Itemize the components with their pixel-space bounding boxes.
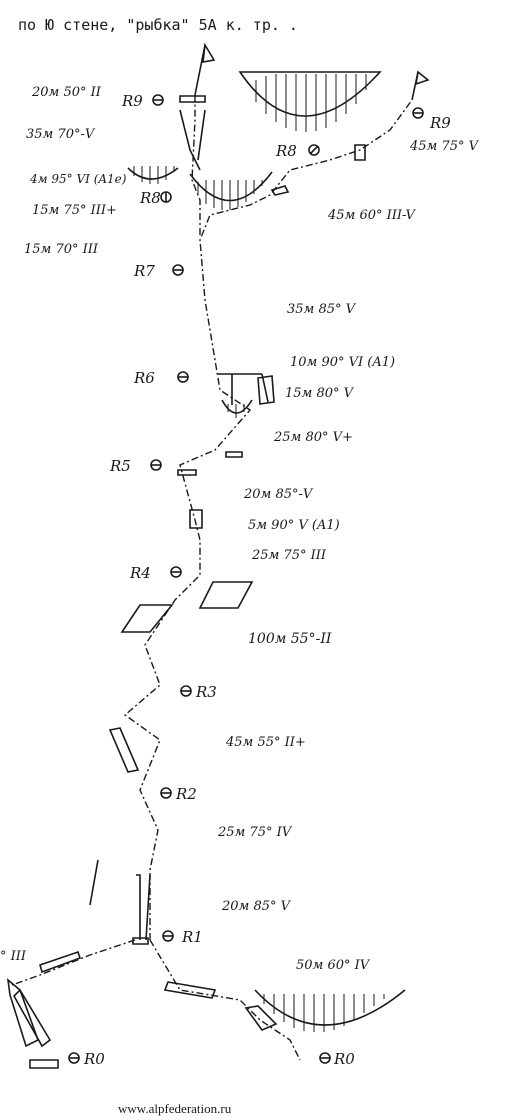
pitch-label: 45м 55° II+: [225, 735, 306, 750]
summit-flag-left: [194, 42, 216, 96]
pitch-label: 5м 90° V (A1): [248, 518, 340, 533]
pitch-label: 50м 60° IV: [296, 958, 371, 973]
pitch-label: 15м 80° V: [285, 386, 355, 401]
relay-label-r0-left: R0: [83, 1050, 105, 1068]
bottom-right-cornice: [254, 989, 406, 1032]
summit-flag-right: [411, 70, 430, 101]
relay-label-r8-right: R8: [275, 142, 297, 160]
relay-label-r9-left: R9: [121, 92, 143, 110]
relay-symbols: [68, 94, 424, 1064]
pitch-label: 15м 75° III+: [32, 203, 117, 218]
relay-label-r5: R5: [109, 457, 131, 475]
relay-label-r3: R3: [195, 683, 217, 701]
pitch-label: 15м 70° III: [24, 242, 99, 257]
pitch-label: 35м 85° V: [287, 302, 357, 317]
pitch-label: 20м 85°-V: [243, 487, 314, 502]
rock-features: [6, 95, 366, 1069]
relay-label-r1: R1: [181, 928, 203, 946]
pitch-label: 4м 95° VI (A1e): [29, 172, 127, 186]
pitch-label: 35м 70°-V: [26, 127, 96, 142]
relay-label-r0-right: R0: [333, 1050, 355, 1068]
summit-route-line: [191, 95, 201, 235]
r8-left-overhang: [127, 166, 179, 184]
pitch-label: 20м 85° V: [221, 899, 292, 914]
pitch-label: ° III: [0, 949, 27, 964]
pitch-label: 25м 75° IV: [217, 825, 293, 840]
pitch-label: 45м 75° V: [409, 139, 480, 154]
relay-label-r7: R7: [133, 262, 155, 280]
relay-label-r6: R6: [133, 369, 155, 387]
relay-label-r2: R2: [175, 785, 197, 803]
pitch-label: 10м 90° VI (A1): [290, 355, 395, 370]
pitch-label: 100м 55°-II: [248, 631, 332, 647]
pitch-label: 25м 75° III: [251, 548, 327, 563]
pitch-label: 20м 50° II: [31, 85, 102, 100]
top-right-cornice: [238, 71, 382, 132]
footer-url: www.alpfederation.ru: [118, 1101, 232, 1116]
relay-label-r9-right: R9: [429, 114, 451, 132]
variant-left-bottom: [11, 939, 136, 986]
relay-label-r4: R4: [129, 564, 151, 582]
pitch-label: 25м 80° V+: [273, 430, 353, 445]
header-caption: по Ю стене, "рыбка" 5А к. тр. .: [18, 16, 298, 34]
variant-right-bottom: [149, 939, 301, 1061]
relay-label-r8-left: R8: [139, 189, 161, 207]
main-route-line: [123, 99, 413, 940]
r8-right-overhang: [189, 171, 273, 210]
pitch-label: 45м 60° III-V: [327, 208, 416, 223]
